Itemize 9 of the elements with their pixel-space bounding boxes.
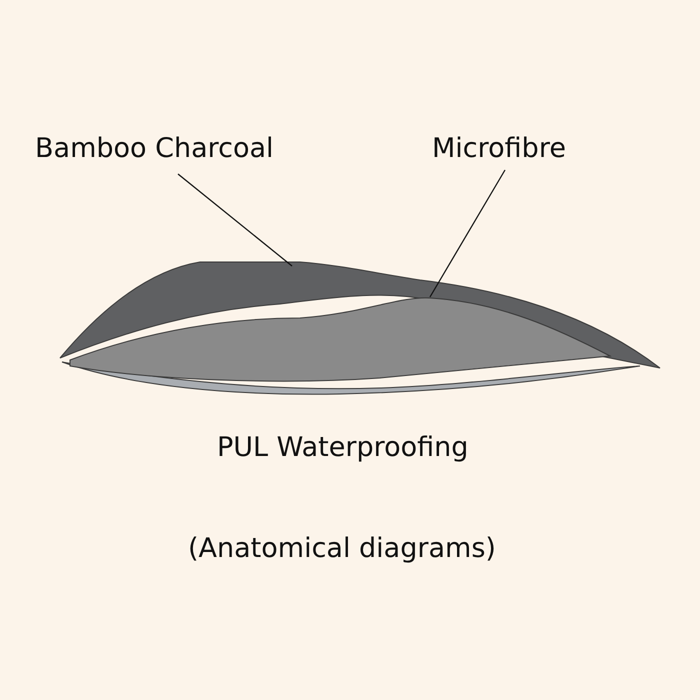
- part-label: Microfibre: [432, 133, 566, 164]
- part-label: PUL Waterproofing: [217, 432, 468, 463]
- part-label: Bamboo Charcoal: [35, 133, 274, 164]
- top-layer: [60, 262, 660, 368]
- backing-layer: [62, 362, 640, 395]
- note-text: (Anatomical diagrams): [188, 533, 496, 564]
- leader-line: [178, 174, 292, 266]
- inner-layer: [70, 297, 610, 382]
- leader-line: [429, 170, 506, 298]
